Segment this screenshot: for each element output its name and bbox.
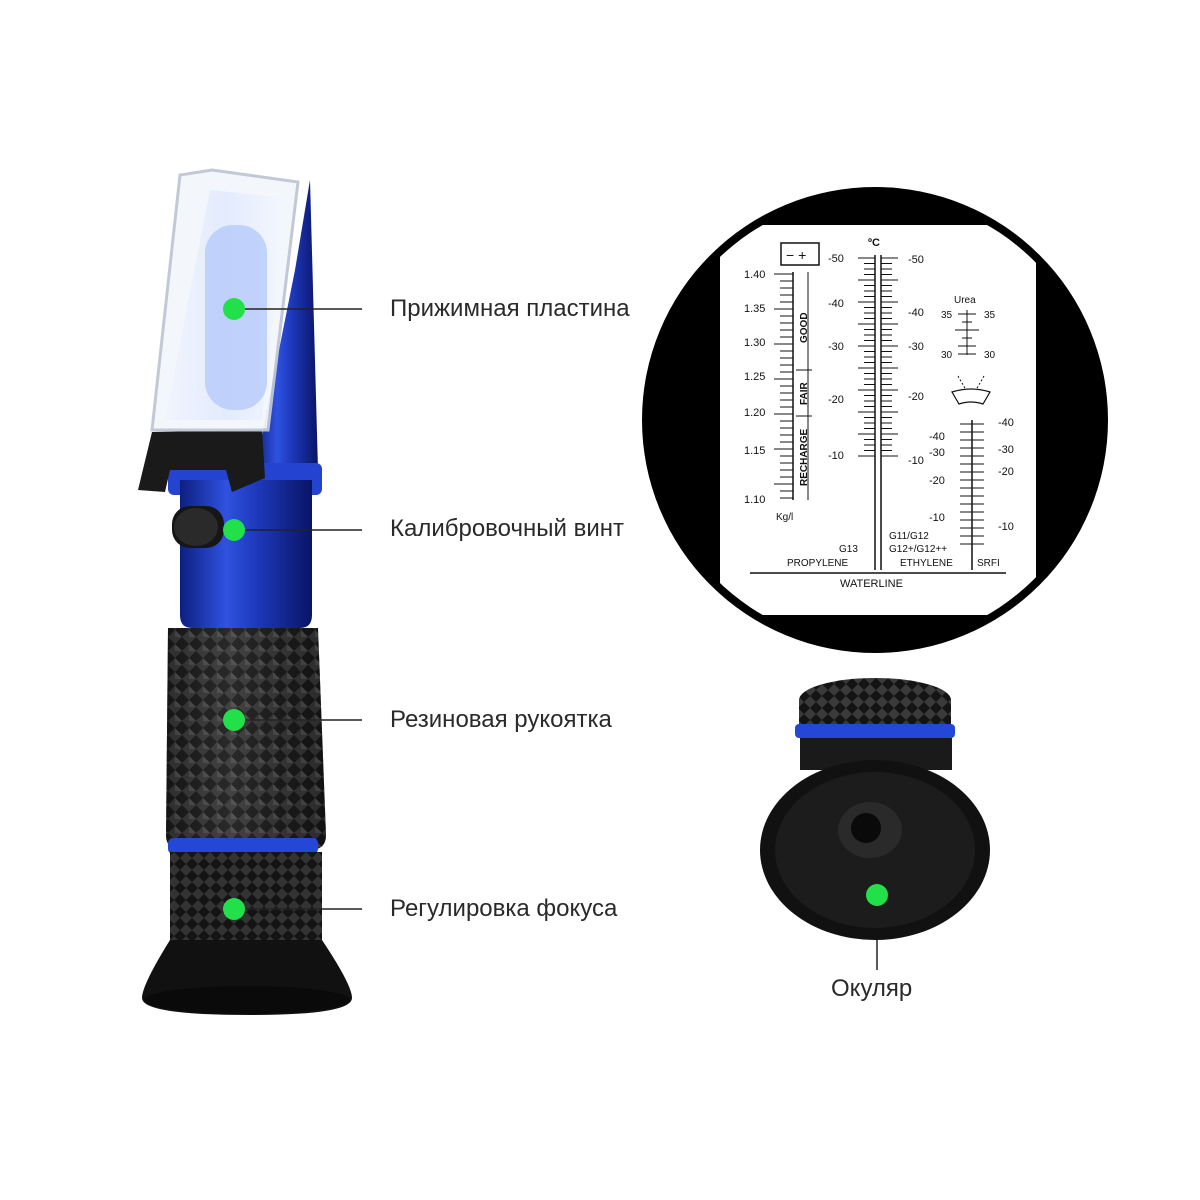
srfi-tick: -20 xyxy=(998,466,1014,478)
label-calibration-screw: Калибровочный винт xyxy=(390,515,624,542)
srfi-tick: -10 xyxy=(929,512,945,524)
label-pressure-plate: Прижимная пластина xyxy=(390,295,630,322)
ethylene-tick: -30 xyxy=(908,341,924,353)
ethylene-labels: -50 -40 -30 -20 -10 xyxy=(908,254,924,467)
srfi-left-labels: -40 -30 -20 -10 xyxy=(929,431,945,524)
propylene-tick: -50 xyxy=(828,253,844,265)
waterline-label: WATERLINE xyxy=(840,578,903,590)
marker-rubber-grip xyxy=(223,709,245,731)
band-recharge: RECHARGE xyxy=(799,428,810,486)
ethylene-tick: -50 xyxy=(908,254,924,266)
blue-ring xyxy=(168,838,318,854)
propylene-tick: -40 xyxy=(828,298,844,310)
label-focus-adjust: Регулировка фокуса xyxy=(390,895,618,922)
g13-label: G13 xyxy=(839,544,858,555)
svg-text:− +: − + xyxy=(786,247,806,263)
ethylene-tick: -40 xyxy=(908,307,924,319)
srfi-right-labels: -40 -30 -20 -10 xyxy=(998,417,1014,533)
marker-focus-adjust xyxy=(223,898,245,920)
srfi-tick: -10 xyxy=(998,521,1014,533)
temp-unit: ºC xyxy=(868,237,880,249)
srfi-tick: -40 xyxy=(929,431,945,443)
urea-scale xyxy=(955,310,979,355)
marker-calibration-screw xyxy=(223,519,245,541)
propylene-label: PROPYLENE xyxy=(787,558,848,569)
focus-ring xyxy=(170,852,322,945)
ethylene-tick: -10 xyxy=(908,455,924,467)
label-rubber-grip: Резиновая рукоятка xyxy=(390,706,612,733)
g12-plus-label: G12+/G12++ xyxy=(889,544,947,555)
density-tick: 1.10 xyxy=(744,494,765,506)
label-eyepiece: Окуляр xyxy=(831,975,913,1002)
srfi-tick: -20 xyxy=(929,475,945,487)
g11-g12-label: G11/G12 xyxy=(889,531,929,542)
ethylene-label: ETHYLENE xyxy=(900,558,953,569)
density-tick: 1.35 xyxy=(744,303,765,315)
propylene-labels: -50 -40 -30 -20 -10 xyxy=(828,253,844,462)
battery-icon: − + xyxy=(780,242,820,266)
propylene-tick: -20 xyxy=(828,394,844,406)
urea-tick: 35 xyxy=(941,310,953,321)
marker-eyepiece xyxy=(866,884,888,906)
band-fair: FAIR xyxy=(799,381,810,405)
density-labels: 1.40 1.35 1.30 1.25 1.20 1.15 1.10 xyxy=(744,269,765,506)
density-unit: Kg/l xyxy=(776,512,793,523)
density-tick: 1.15 xyxy=(744,445,765,457)
urea-tick: 30 xyxy=(941,350,953,361)
urea-label: Urea xyxy=(954,295,976,306)
srfi-label: SRFI xyxy=(977,558,1000,569)
ethylene-tick: -20 xyxy=(908,391,924,403)
band-good: GOOD xyxy=(799,312,810,343)
marker-pressure-plate xyxy=(223,298,245,320)
urea-tick: 30 xyxy=(984,350,996,361)
windshield-icon xyxy=(951,375,991,405)
density-tick: 1.40 xyxy=(744,269,765,281)
srfi-tick: -30 xyxy=(998,444,1014,456)
propylene-tick: -10 xyxy=(828,450,844,462)
density-tick: 1.20 xyxy=(744,407,765,419)
srfi-tick: -30 xyxy=(929,447,945,459)
urea-tick: 35 xyxy=(984,310,996,321)
density-tick: 1.25 xyxy=(744,371,765,383)
eyepiece-lens xyxy=(851,813,881,843)
propylene-tick: -30 xyxy=(828,341,844,353)
density-tick: 1.30 xyxy=(744,337,765,349)
srfi-tick: -40 xyxy=(998,417,1014,429)
hinge xyxy=(138,430,265,492)
